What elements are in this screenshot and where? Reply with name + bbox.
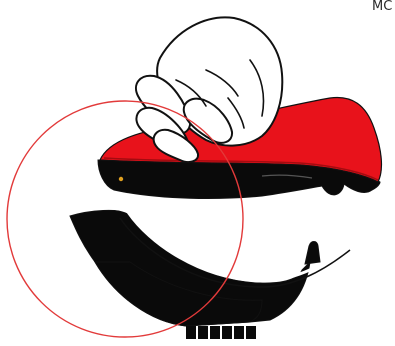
cradle-foot-segment [246, 326, 256, 339]
cradle-foot-segment [234, 326, 244, 339]
cradle-foot-segment [198, 326, 208, 339]
cradle-foot-segment [222, 326, 232, 339]
status-led [119, 177, 123, 181]
cradle-icon [68, 208, 352, 339]
cradle-foot-segment [210, 326, 220, 339]
cradle-post [305, 242, 320, 265]
cradle-foot-segment [186, 326, 196, 339]
cradle-base-feet [186, 326, 256, 339]
corner-label: MC [372, 0, 392, 14]
